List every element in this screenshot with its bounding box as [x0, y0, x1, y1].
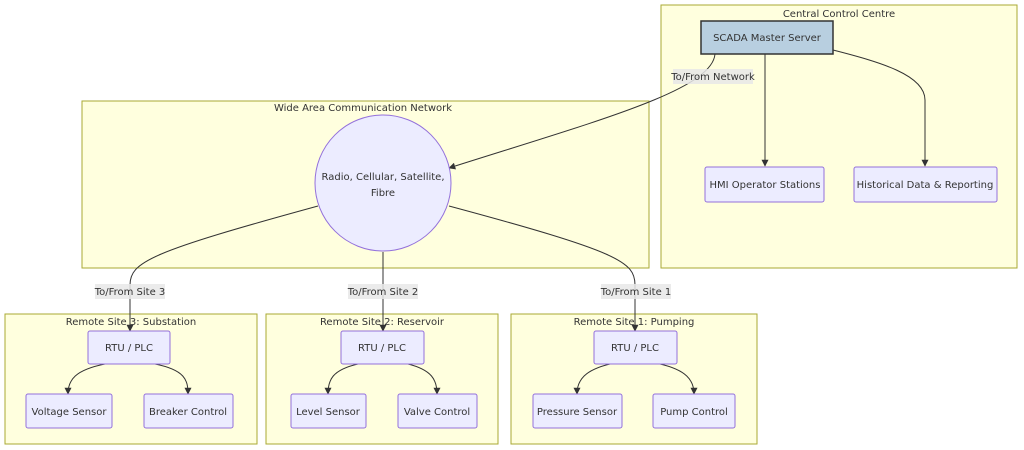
- node-pressure-sensor[interactable]: Pressure Sensor: [532, 393, 623, 429]
- edge-network-to-site1: [448, 205, 639, 332]
- node-rtu-plc-site2[interactable]: RTU / PLC: [340, 330, 425, 365]
- edge-rtu2-to-valve: [407, 363, 441, 395]
- node-hmi-operator-stations[interactable]: HMI Operator Stations: [704, 166, 825, 203]
- svg-text:RTU / PLC: RTU / PLC: [611, 343, 659, 354]
- svg-text:HMI Operator Stations: HMI Operator Stations: [710, 180, 821, 191]
- edge-rtu3-to-voltage: [64, 363, 106, 395]
- node-rtu-plc-site1[interactable]: RTU / PLC: [593, 330, 678, 365]
- node-level-sensor[interactable]: Level Sensor: [290, 393, 367, 429]
- svg-text:Radio, Cellular, Satellite,: Radio, Cellular, Satellite,: [322, 172, 445, 183]
- svg-text:Voltage Sensor: Voltage Sensor: [32, 407, 108, 418]
- cluster-wan-label: Wide Area Communication Network: [274, 103, 452, 114]
- svg-text:Historical Data & Reporting: Historical Data & Reporting: [857, 180, 994, 191]
- svg-text:To/From Network: To/From Network: [670, 72, 755, 83]
- cluster-central-label: Central Control Centre: [783, 9, 895, 20]
- node-scada-master-server[interactable]: SCADA Master Server: [700, 20, 834, 55]
- node-voltage-sensor[interactable]: Voltage Sensor: [25, 393, 113, 429]
- node-historical-data-reporting[interactable]: Historical Data & Reporting: [853, 166, 998, 203]
- svg-text:RTU / PLC: RTU / PLC: [358, 343, 406, 354]
- edge-rtu2-to-level: [324, 363, 359, 395]
- edge-network-to-site3: [126, 205, 319, 332]
- svg-text:Level Sensor: Level Sensor: [296, 407, 361, 418]
- cluster-site3-label: Remote Site 3: Substation: [66, 317, 197, 328]
- edge-rtu1-to-pump: [659, 363, 698, 395]
- svg-text:SCADA Master Server: SCADA Master Server: [713, 33, 822, 44]
- svg-text:To/From Site 2: To/From Site 2: [347, 287, 419, 298]
- edge-label-site2: To/From Site 2: [347, 284, 419, 299]
- edge-scada-to-network: [448, 53, 716, 170]
- edge-scada-to-historical: [832, 49, 929, 167]
- svg-text:RTU / PLC: RTU / PLC: [105, 343, 153, 354]
- svg-text:Pressure Sensor: Pressure Sensor: [537, 407, 618, 418]
- edge-label-network: To/From Network: [670, 69, 755, 84]
- node-communication-network[interactable]: Radio, Cellular, Satellite, Fibre: [314, 114, 452, 252]
- node-pump-control[interactable]: Pump Control: [652, 393, 736, 429]
- svg-text:Breaker Control: Breaker Control: [149, 407, 227, 418]
- node-valve-control[interactable]: Valve Control: [397, 393, 478, 429]
- edge-label-site3: To/From Site 3: [94, 284, 166, 299]
- edge-label-site1: To/From Site 1: [600, 284, 672, 299]
- edge-rtu1-to-pressure: [573, 363, 611, 395]
- node-breaker-control[interactable]: Breaker Control: [143, 393, 234, 429]
- svg-text:Pump Control: Pump Control: [660, 407, 728, 418]
- svg-text:Fibre: Fibre: [371, 188, 395, 199]
- edge-rtu3-to-breaker: [154, 363, 192, 395]
- cluster-site1-label: Remote Site 1: Pumping: [574, 317, 695, 328]
- node-rtu-plc-site3[interactable]: RTU / PLC: [87, 330, 171, 365]
- cluster-site2-label: Remote Site 2: Reservoir: [320, 317, 445, 328]
- svg-text:To/From Site 1: To/From Site 1: [600, 287, 672, 298]
- svg-text:To/From Site 3: To/From Site 3: [94, 287, 166, 298]
- svg-text:Valve Control: Valve Control: [404, 407, 470, 418]
